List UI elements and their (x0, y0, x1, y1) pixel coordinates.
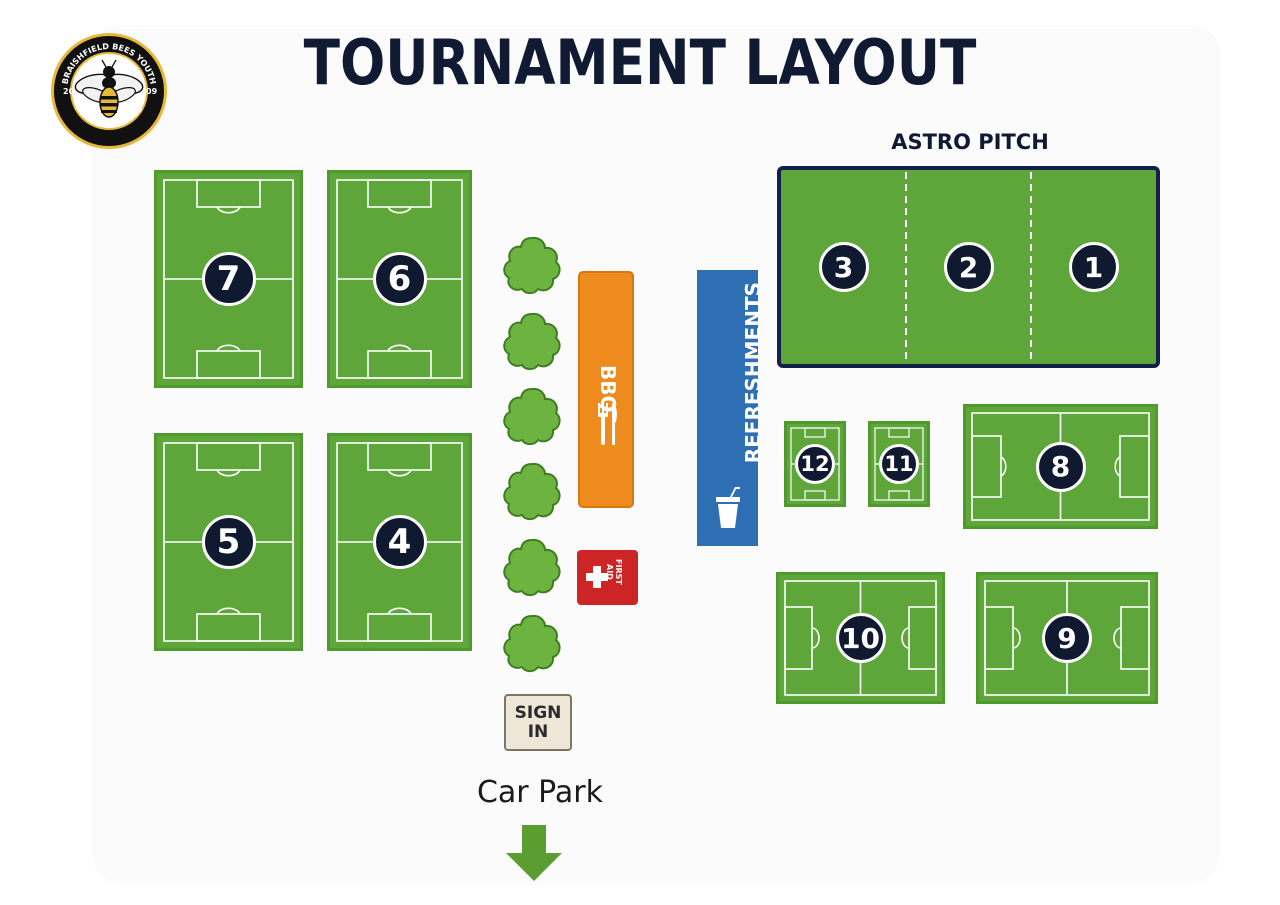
pitch-8[interactable]: 8 (963, 404, 1158, 529)
pitch-1[interactable]: 1 (1031, 170, 1156, 364)
sign-in-label-line1: SIGN (514, 702, 562, 723)
astro-pitch-label: ASTRO PITCH (891, 130, 1049, 154)
sign-in-label-line2: IN (527, 721, 549, 742)
tree-icon (503, 387, 561, 446)
refreshments-label: REFRESHMENTS (741, 282, 765, 464)
bbq-stand[interactable]: BBQ (578, 271, 634, 508)
pitch-7[interactable]: 7 (154, 170, 303, 388)
pitch-10[interactable]: 10 (776, 572, 945, 704)
pitch-9[interactable]: 9 (976, 572, 1158, 704)
first-aid-label-line1: FIRST (614, 559, 623, 585)
pitch-12[interactable]: 12 (784, 421, 846, 507)
car-park-label: Car Park (476, 775, 604, 810)
first-aid-station[interactable]: FIRST AID (577, 550, 638, 605)
pitch-number-12: 12 (795, 444, 835, 484)
pitch-5[interactable]: 5 (154, 433, 303, 651)
pitch-number-3: 3 (818, 242, 869, 292)
badge-year-right: 09 (146, 87, 158, 96)
pitch-number-5: 5 (201, 515, 256, 569)
pitch-number-9: 9 (1042, 613, 1092, 663)
pitch-4[interactable]: 4 (327, 433, 472, 651)
pitch-number-6: 6 (372, 252, 427, 306)
cutlery-icon (598, 403, 617, 445)
pitch-number-1: 1 (1068, 242, 1119, 292)
pitch-3[interactable]: 3 (781, 170, 906, 364)
drink-cup-icon (716, 487, 740, 528)
pitch-11[interactable]: 11 (868, 421, 930, 507)
pitch-number-10: 10 (835, 613, 886, 663)
medical-cross-icon (586, 566, 608, 588)
pitch-2[interactable]: 2 (906, 170, 1031, 364)
pitch-number-7: 7 (201, 252, 256, 306)
tree-icon (503, 312, 561, 371)
badge-year-left: 20 (63, 87, 75, 96)
tree-icon (503, 538, 561, 597)
refreshments-stand[interactable]: REFRESHMENTS (697, 270, 765, 546)
astro-pitch[interactable]: 3 2 1 (777, 166, 1160, 368)
tree-icon (503, 462, 561, 521)
club-badge: BRAISHFIELD BEES YOUTH FOOTBALL CLUB 20 … (50, 32, 168, 150)
pitch-6[interactable]: 6 (327, 170, 472, 388)
pitch-number-11: 11 (879, 444, 919, 484)
arrow-down-icon (506, 825, 562, 881)
sign-in-point[interactable]: SIGN IN (504, 694, 572, 751)
pitch-number-4: 4 (372, 515, 427, 569)
tree-icon (503, 236, 561, 295)
pitch-number-8: 8 (1035, 441, 1086, 492)
tree-icon (503, 614, 561, 673)
pitch-number-2: 2 (943, 242, 994, 292)
first-aid-label-line2: AID (605, 564, 614, 580)
bee-icon (74, 59, 144, 118)
page-title: TOURNAMENT LAYOUT (303, 26, 977, 99)
